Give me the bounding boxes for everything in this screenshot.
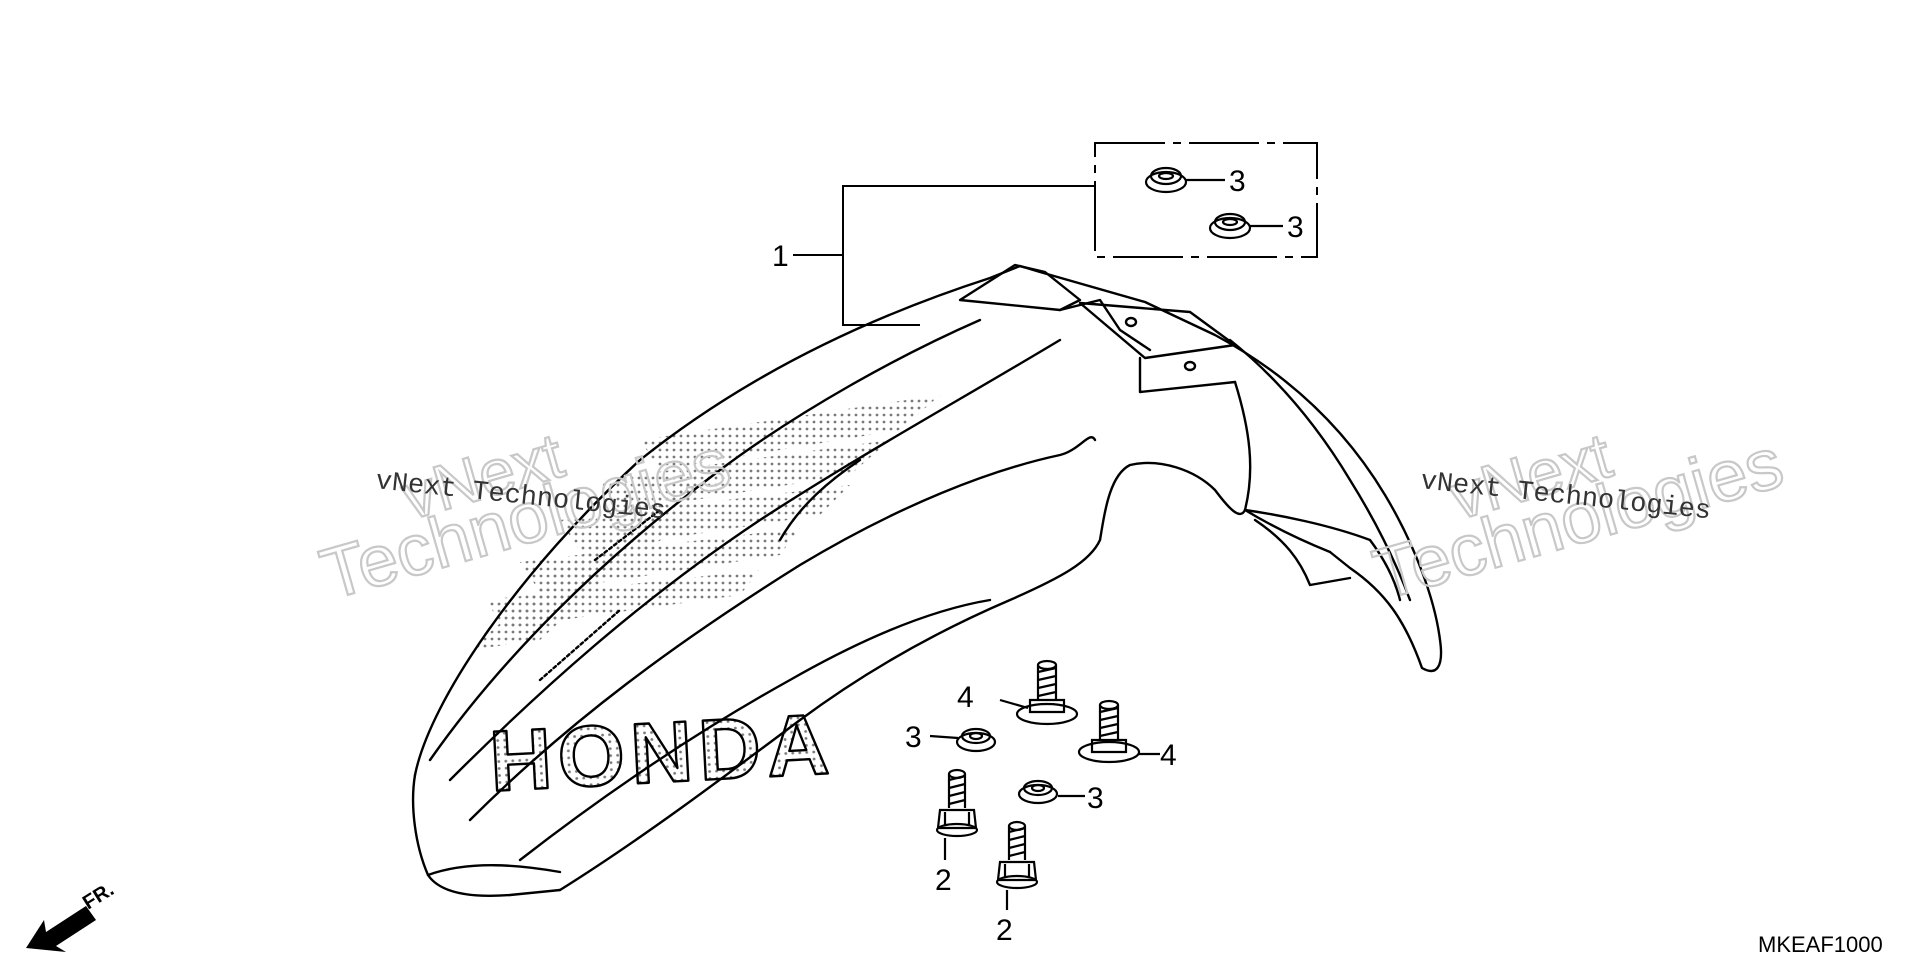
front-direction-arrow-icon bbox=[26, 906, 96, 952]
callout-2-left: 2 bbox=[935, 864, 952, 897]
wing-logo-graphic bbox=[470, 395, 940, 650]
bolt-icon bbox=[935, 768, 979, 860]
flange-bolt-icon bbox=[1077, 699, 1160, 764]
grommet-icon bbox=[1017, 779, 1085, 805]
grommet-icon bbox=[929, 727, 997, 753]
callout-3-right: 3 bbox=[1087, 782, 1104, 815]
flange-bolt-icon bbox=[999, 659, 1079, 726]
callout-4-right: 4 bbox=[1160, 739, 1177, 772]
callout-3-box-bottom: 3 bbox=[1287, 211, 1304, 244]
diagram-code: MKEAF1000 bbox=[1758, 932, 1883, 957]
callout-4-upper: 4 bbox=[957, 681, 974, 714]
callout-1: 1 bbox=[772, 240, 789, 273]
callout-2-right: 2 bbox=[996, 914, 1013, 947]
callout-3-box-top: 3 bbox=[1229, 165, 1246, 198]
callout-3-left: 3 bbox=[905, 721, 922, 754]
watermark-right: vNext Technologies vNext Technologies bbox=[1364, 418, 1792, 616]
logo-text: HONDA bbox=[487, 696, 837, 810]
grommet-icon bbox=[1144, 166, 1225, 194]
callout-1-bracket bbox=[793, 142, 1318, 326]
front-fender: HONDA bbox=[411, 263, 1443, 897]
grommet-icon bbox=[1208, 212, 1283, 240]
bolt-icon bbox=[995, 820, 1039, 910]
